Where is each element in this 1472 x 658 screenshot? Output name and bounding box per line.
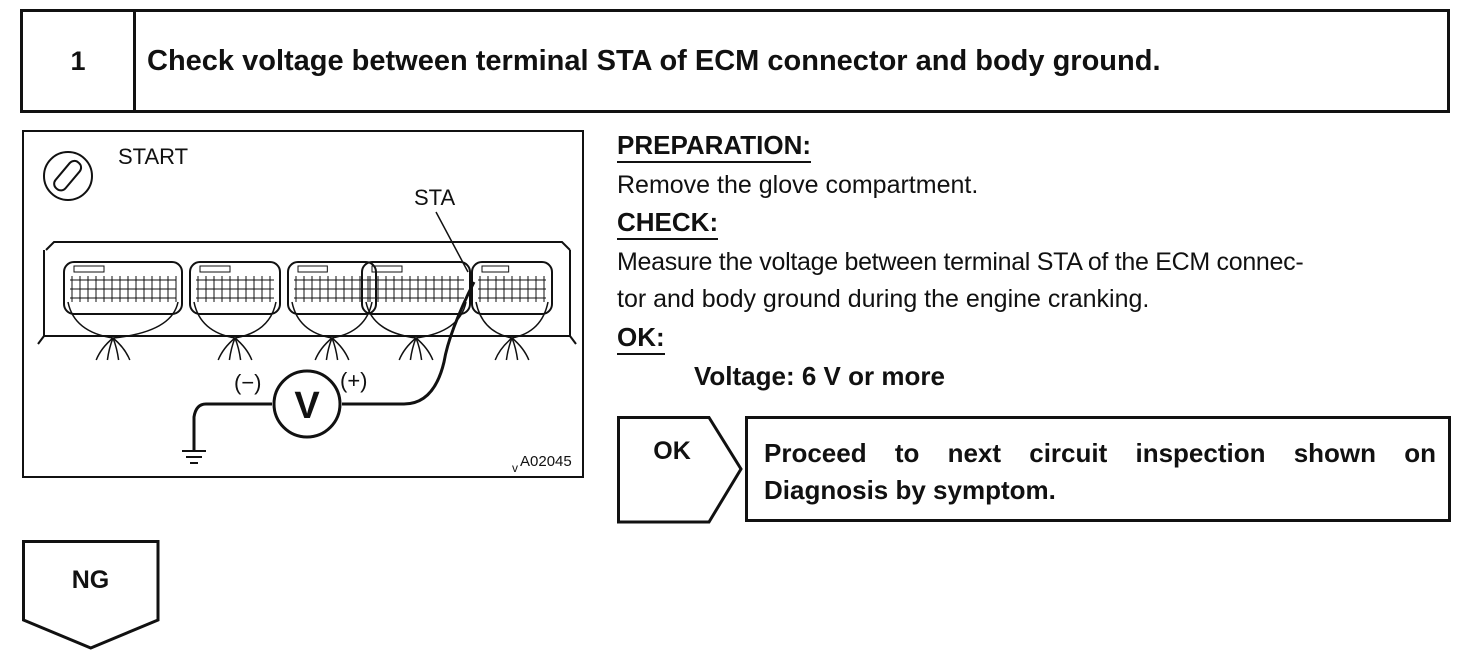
harness-wire (67, 301, 179, 339)
harness-wire (511, 337, 530, 361)
harness-wire (217, 337, 236, 361)
harness-wire (95, 337, 114, 361)
connector-block (361, 261, 471, 315)
ng-tag-label: NG (71, 566, 110, 594)
harness-wire (331, 337, 339, 361)
ok-result-text: Proceed to next circuit inspection shown… (764, 438, 1436, 505)
preparation-heading: PREPARATION: (617, 130, 812, 163)
sta-terminal-label: STA (414, 185, 455, 210)
ecm-connector (37, 241, 577, 345)
harness-wire (505, 337, 513, 361)
connector-block (471, 261, 553, 315)
harness-wire (415, 337, 423, 361)
harness-wire (325, 337, 333, 361)
harness-wire (228, 337, 236, 361)
harness-wire (511, 337, 519, 361)
voltmeter-icon (272, 369, 342, 439)
negative-probe-wire (192, 402, 272, 450)
ground-icon (182, 450, 206, 464)
ecm-connector-diagram: START STA V (−) (+) v A02045 (37, 144, 577, 475)
check-text-line-1: Measure the voltage between terminal STA… (617, 248, 1304, 276)
positive-lead-label: (+) (340, 368, 368, 393)
harness-wire (193, 301, 277, 339)
connector-blocks (63, 261, 553, 315)
voltmeter-symbol: V (294, 385, 320, 427)
harness-wire (409, 337, 417, 361)
connector-block (189, 261, 281, 315)
harness-wire (331, 337, 350, 361)
step-title: Check voltage between terminal STA of EC… (147, 44, 1161, 77)
ok-branch-tag (617, 416, 743, 524)
check-heading: CHECK: (617, 207, 719, 240)
harness-wire (314, 337, 333, 361)
harness-wire (112, 337, 120, 361)
figure-code-prefix: v (512, 461, 518, 475)
harness-wire (234, 337, 253, 361)
ok-heading: OK: (617, 322, 665, 355)
harness-wire (106, 337, 114, 361)
step-number: 1 (23, 12, 136, 110)
start-label: START (118, 144, 188, 169)
negative-lead-label: (−) (234, 370, 262, 395)
harness-wire (234, 337, 242, 361)
connector-block (287, 261, 377, 315)
ok-tag-label: OK (653, 437, 691, 465)
harness-wire (475, 301, 549, 339)
positive-probe-wire (342, 281, 476, 406)
harness-wire (291, 301, 373, 339)
ok-result-box: Proceed to next circuit inspection shown… (745, 416, 1451, 522)
figure-code: A02045 (520, 453, 572, 470)
harness-wires (67, 301, 549, 361)
check-text-line-2: tor and body ground during the engine cr… (617, 285, 1150, 313)
voltage-spec: Voltage: 6 V or more (694, 361, 945, 391)
harness-wire (398, 337, 417, 361)
ignition-start-icon (43, 151, 93, 201)
preparation-text: Remove the glove compartment. (617, 171, 979, 199)
ecm-connector-figure: START STA V (−) (+) v A02045 (22, 130, 584, 478)
connector-block (63, 261, 183, 315)
sta-leader-line (435, 211, 469, 273)
harness-wire (415, 337, 434, 361)
step-header: 1 Check voltage between terminal STA of … (20, 9, 1450, 113)
harness-wire (494, 337, 513, 361)
ng-branch-tag (22, 540, 160, 650)
harness-wire (112, 337, 131, 361)
